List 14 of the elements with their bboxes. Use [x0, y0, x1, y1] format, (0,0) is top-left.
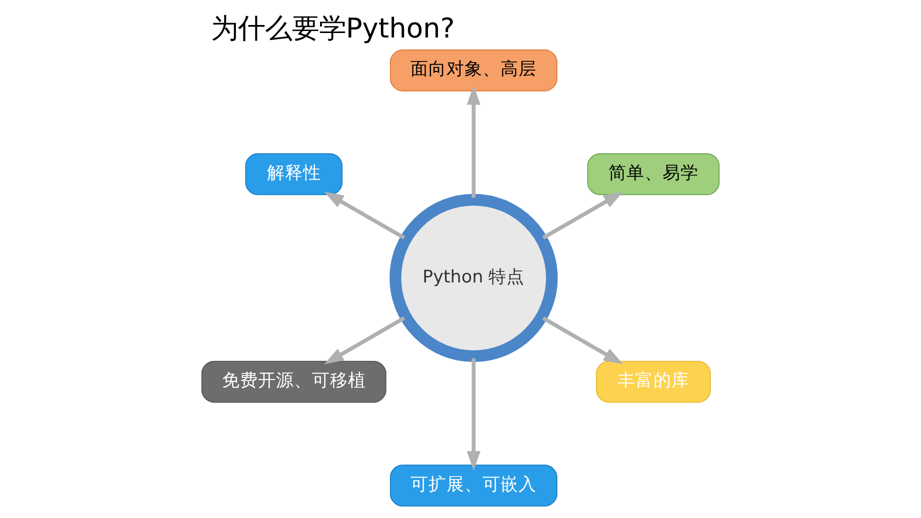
arrow: [542, 316, 624, 364]
node-box: 丰富的库: [596, 360, 711, 403]
arrow: [466, 358, 480, 471]
node-circle: Python 特点: [390, 194, 558, 362]
node-box: 面向对象、高层: [390, 49, 558, 92]
node-box: 可扩展、可嵌入: [390, 464, 558, 506]
node-box: 免费开源、可移植: [201, 360, 386, 403]
node-box: 简单、易学: [587, 153, 720, 196]
arrow: [542, 192, 624, 240]
node-box: 解释性: [245, 153, 343, 196]
arrow: [466, 85, 480, 198]
arrow: [324, 316, 406, 364]
diagram-title: 为什么要学Python?: [210, 14, 455, 45]
arrow: [324, 192, 406, 240]
